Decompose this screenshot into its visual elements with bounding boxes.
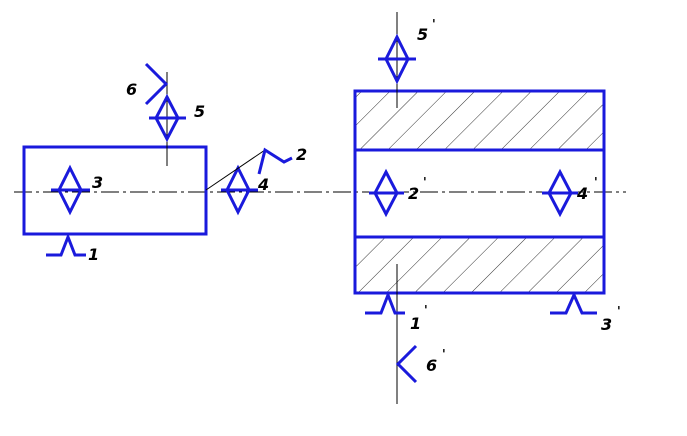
right-lower-hatch (355, 237, 604, 293)
right-workpiece-outline (353, 89, 606, 295)
right-datum-diamond-2 (369, 168, 404, 218)
prime-right-3: ' (617, 304, 621, 318)
left-datum-diamond-4 (221, 164, 258, 216)
callout-symbol-2 (257, 147, 293, 175)
label-right-3: 3 (601, 315, 612, 334)
label-left-1: 1 (88, 245, 99, 264)
label-right-4: 4 (576, 184, 588, 203)
left-datum-diamond-3 (51, 164, 90, 216)
label-left-6: 6 (126, 80, 137, 99)
callout-leader-line (205, 149, 266, 191)
label-left-5: 5 (194, 102, 205, 121)
prime-right-6: ' (442, 347, 446, 361)
right-upper-hatch (355, 91, 604, 150)
label-right-5: 5 (417, 25, 428, 44)
prime-right-5: ' (432, 17, 436, 31)
prime-right-4: ' (594, 175, 598, 189)
right-base-symbol-1 (365, 290, 405, 315)
label-left-3: 3 (92, 173, 103, 192)
label-left-4: 4 (257, 175, 269, 194)
prime-right-1: ' (424, 303, 428, 317)
left-datum-diamond-5 (149, 93, 186, 143)
label-right-6: 6 (426, 356, 437, 375)
right-datum-diamond-5 (378, 33, 416, 85)
right-base-symbol-3 (550, 291, 597, 315)
label-right-1: 1 (410, 314, 421, 333)
left-base-symbol-1 (46, 232, 86, 257)
label-right-2: 2 (408, 184, 419, 203)
left-support-symbol-6 (144, 62, 169, 106)
prime-right-2: ' (423, 175, 427, 189)
right-datum-diamond-4 (542, 168, 578, 218)
label-callout-2: 2 (296, 145, 307, 164)
right-support-symbol-6 (395, 344, 418, 384)
left-workpiece-outline (22, 145, 208, 236)
